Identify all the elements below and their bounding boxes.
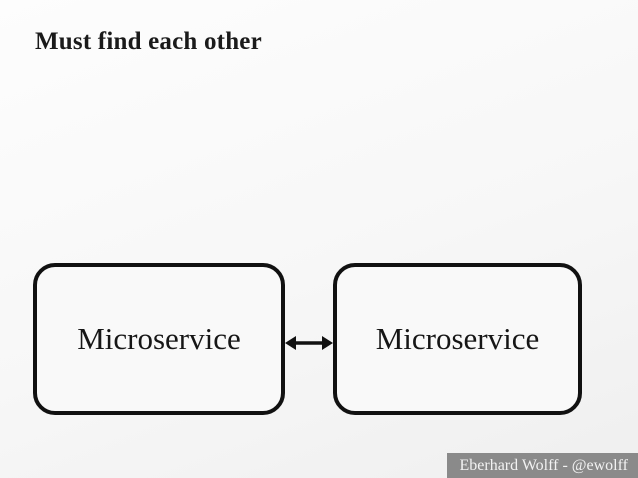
microservice-box-left: Microservice [33, 263, 285, 415]
double-arrow-icon [285, 336, 333, 350]
microservice-box-right: Microservice [333, 263, 582, 415]
slide-title: Must find each other [35, 28, 262, 55]
microservice-box-right-label: Microservice [375, 321, 540, 356]
microservice-box-left-label: Microservice [77, 321, 241, 356]
author-credit-badge: Eberhard Wolff - @ewolff [447, 453, 638, 478]
